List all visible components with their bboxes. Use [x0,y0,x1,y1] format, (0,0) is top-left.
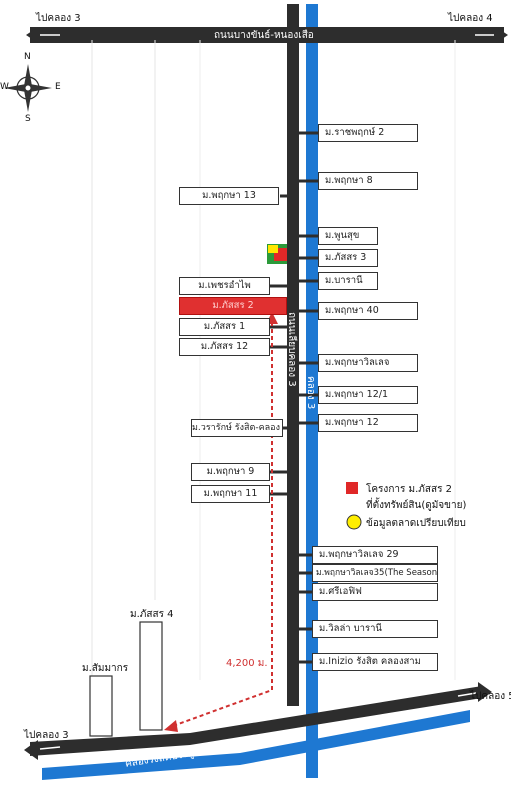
right-label-pruksa-village-29: ม.พฤกษาวิลเลจ 29 [312,546,438,564]
right-label-pruksa-8: ม.พฤกษา 8 [318,172,418,190]
compass-w: W [0,82,9,92]
building-label-sammakorn: ม.สัมมากร [82,663,129,674]
right-label-pruksa-village-35: ม.พฤกษาวิลเลจ35(The Season) [312,564,438,582]
right-label-pruksa-12: ม.พฤกษา 12 [318,414,418,432]
top-road-right-destination: ไปคลอง 4 [448,13,493,24]
building-label-passorn-4: ม.ภัสสร 4 [130,609,174,620]
top-road-left-arrow [26,27,38,43]
legend-project-line2: ที่ตั้งทรัพย์สิน(ดูมัจขาย) [366,500,467,511]
left-label-phet-amphai: ม.เพชรอำไพ [179,277,270,295]
right-label-poonsuk: ม.พูนสุข [318,227,378,245]
legend-compare: ข้อมูลตลาดเปรียบเทียบ [366,518,466,529]
right-label-villa-barani: ม.วิลล่า บารานี [312,620,438,638]
right-label-ratchapruek-2: ม.ราชพฤกษ์ 2 [318,124,418,142]
top-road-left-destination: ไปคลอง 3 [36,13,81,24]
bottom-canal [42,710,470,780]
right-label-pruksa-village: ม.พฤกษาวิลเลจ [318,354,418,372]
building-sammakorn [89,675,113,737]
big-c-icon [267,244,287,264]
top-road-right-arrow [496,27,508,43]
bottom-road-left-arrow [24,740,38,760]
left-label-passorn-2: ม.ภัสสร 2 [179,297,287,315]
left-label-passorn-1: ม.ภัสสร 1 [179,318,270,336]
compass-n: N [24,52,31,62]
route-line [169,322,273,728]
vertical-road-name: ถนนเลียบคลอง 3 [286,312,297,387]
left-label-passorn-12: ม.ภัสสร 12 [179,338,270,356]
compass-icon [4,64,52,112]
right-label-passorn-3: ม.ภัสสร 3 [318,249,378,267]
legend-project-line1: โครงการ ม.ภัสสร 2 [366,484,453,495]
top-road-name: ถนนบางขันธ์-หนองเสือ [214,30,314,41]
compass-e: E [55,82,61,92]
right-label-sri-ef: ม.ศรีเอฟิฟ [312,583,438,601]
vertical-road [287,4,299,706]
building-passorn-4 [139,621,163,731]
legend-compare-marker [346,514,362,530]
bottom-road-right-destination: ไปคลอง 5 [470,691,511,702]
bottom-road [30,686,482,756]
legend-project-marker [346,482,358,494]
right-label-pruksa-12-1: ม.พฤกษา 12/1 [318,386,418,404]
compass-s: S [25,114,31,124]
route-arrow-down [164,720,178,732]
right-label-inizio: ม.Inizio รังสิต คลองสาม [312,653,438,671]
left-label-warrarak: ม.วรารักษ์ รังสิต-คลอง 3 [191,419,283,437]
top-road [30,27,504,43]
left-label-pruksa-13: ม.พฤกษา 13 [179,187,279,205]
right-label-barani: ม.บารานี [318,272,378,290]
bottom-road-left-destination: ไปคลอง 3 [24,730,69,741]
vertical-canal-name: คลอง 3 [305,376,316,410]
left-label-pruksa-11: ม.พฤกษา 11 [191,485,270,503]
right-label-pruksa-40: ม.พฤกษา 40 [318,302,418,320]
distance-label: 4,200 ม. [226,658,268,669]
left-label-pruksa-9: ม.พฤกษา 9 [191,463,270,481]
bottom-road-right-arrow [478,682,492,702]
